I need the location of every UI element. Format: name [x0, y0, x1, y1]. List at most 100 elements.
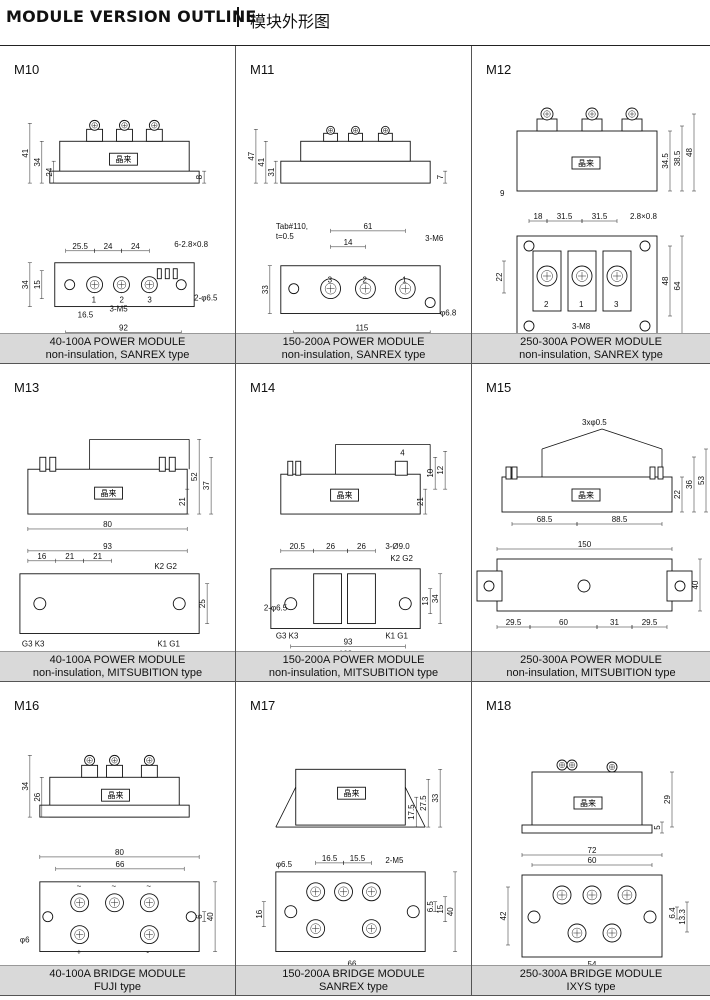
dimension-label: φ6 [20, 936, 30, 945]
dimension-label: 34 [21, 781, 30, 790]
dimension-label: 24 [45, 167, 54, 176]
dimension-label: 29 [663, 795, 672, 804]
dimension-label: 33 [261, 285, 270, 294]
caption-rating: 40-100A BRIDGE MODULE [49, 968, 186, 980]
dimension-label: 47 [247, 151, 256, 160]
dimension-label: K2 G2 [390, 554, 413, 563]
brand-mark: 晶来 [344, 789, 360, 798]
dimension-label: 40 [446, 907, 455, 916]
dimension-label: 68.5 [537, 515, 553, 524]
caption-rating: 250-300A POWER MODULE [520, 654, 662, 666]
dimension-label: 12 [436, 465, 445, 474]
caption-type: FUJI type [93, 981, 142, 993]
module-outline-drawing: 晶来3327.517.5φ6.516.515.52-M5166.51540668… [255, 768, 458, 977]
dimension-label: 7 [436, 174, 445, 179]
dimension-label: 72 [588, 846, 597, 855]
dimension-label: 24 [131, 242, 140, 251]
dimension-label: 34.5 [661, 153, 670, 169]
dimension-label: 61 [364, 222, 373, 231]
dimension-label: 93 [344, 637, 353, 646]
dimension-label: 26 [33, 792, 42, 801]
title-separator [237, 7, 239, 27]
dimension-label: 13 [421, 596, 430, 605]
dimension-label: 41 [257, 157, 266, 166]
dimension-label: 14 [344, 238, 353, 247]
brand-mark: 晶来 [580, 799, 596, 808]
dimension-label: 6-2.8×0.8 [174, 240, 208, 249]
dimension-label: 29.5 [506, 618, 522, 627]
dimension-label: 3xφ0.5 [582, 418, 607, 427]
dimension-label: φ6.8 [440, 309, 457, 318]
dimension-label: 2 [362, 276, 367, 285]
caption-rating: 150-200A POWER MODULE [282, 654, 425, 666]
dimension-label: 3 [614, 300, 619, 309]
dimension-label: 10 [426, 468, 435, 477]
dimension-label: 2-M5 [385, 856, 404, 865]
dimension-label: 60 [559, 618, 568, 627]
dimension-label: ~ [77, 882, 82, 891]
dimension-label: 25 [198, 599, 207, 608]
dimension-label: 2 [544, 300, 549, 309]
dimension-label: K2 G2 [154, 562, 177, 571]
dimension-label: K1 G1 [385, 632, 408, 641]
dimension-label: 29.5 [642, 618, 658, 627]
dimension-label: 3-Ø9.0 [385, 542, 410, 551]
dimension-label: 25.5 [72, 242, 88, 251]
dimension-label: 26 [326, 542, 335, 551]
dimension-label: 3-M6 [425, 234, 444, 243]
brand-mark: 晶来 [101, 489, 117, 498]
dimension-label: 26 [357, 542, 366, 551]
caption-type: non-insulation, MITSUBITION type [32, 667, 203, 679]
page-title-cn: 模块外形图 [250, 12, 331, 31]
dimension-label: 6.4 [668, 907, 677, 919]
dimension-label: 16.5 [322, 854, 338, 863]
dimension-label: - [146, 948, 149, 957]
dimension-label: 42 [499, 911, 508, 920]
page-title: MODULE VERSION OUTLINE [6, 7, 257, 26]
dimension-label: 6 [195, 914, 204, 919]
dimension-label: + [77, 948, 82, 957]
dimension-label: 38.5 [673, 150, 682, 166]
caption-type: non-insulation, MITSUBITION type [506, 667, 676, 679]
dimension-label: 4 [400, 448, 405, 457]
dimension-label: 1 [402, 276, 407, 285]
module-plan-view [275, 871, 426, 952]
module-plan-view [19, 573, 200, 634]
module-plan-view [270, 568, 421, 630]
brand-label [109, 152, 138, 166]
caption-type: non-insulation, MITSUBITION type [268, 667, 439, 679]
caption-rating: 150-200A BRIDGE MODULE [282, 968, 425, 980]
dimension-label: 33 [431, 793, 440, 802]
dimension-label: 2-φ6.5 [264, 604, 288, 613]
dimension-label: 15 [436, 904, 445, 913]
dimension-label: 1 [92, 296, 97, 305]
module-plan-view [39, 881, 200, 952]
caption-rating: 40-100A POWER MODULE [49, 336, 186, 348]
dimension-label: φ6.5 [276, 860, 293, 869]
page-header: MODULE VERSION OUTLINE 模块外形图 [0, 0, 710, 40]
dimension-label: 17.5 [407, 804, 416, 820]
brand-label [573, 796, 603, 810]
dimension-label: 21 [93, 552, 102, 561]
dimension-label: 15 [33, 280, 42, 289]
dimension-label: 37 [202, 481, 211, 490]
